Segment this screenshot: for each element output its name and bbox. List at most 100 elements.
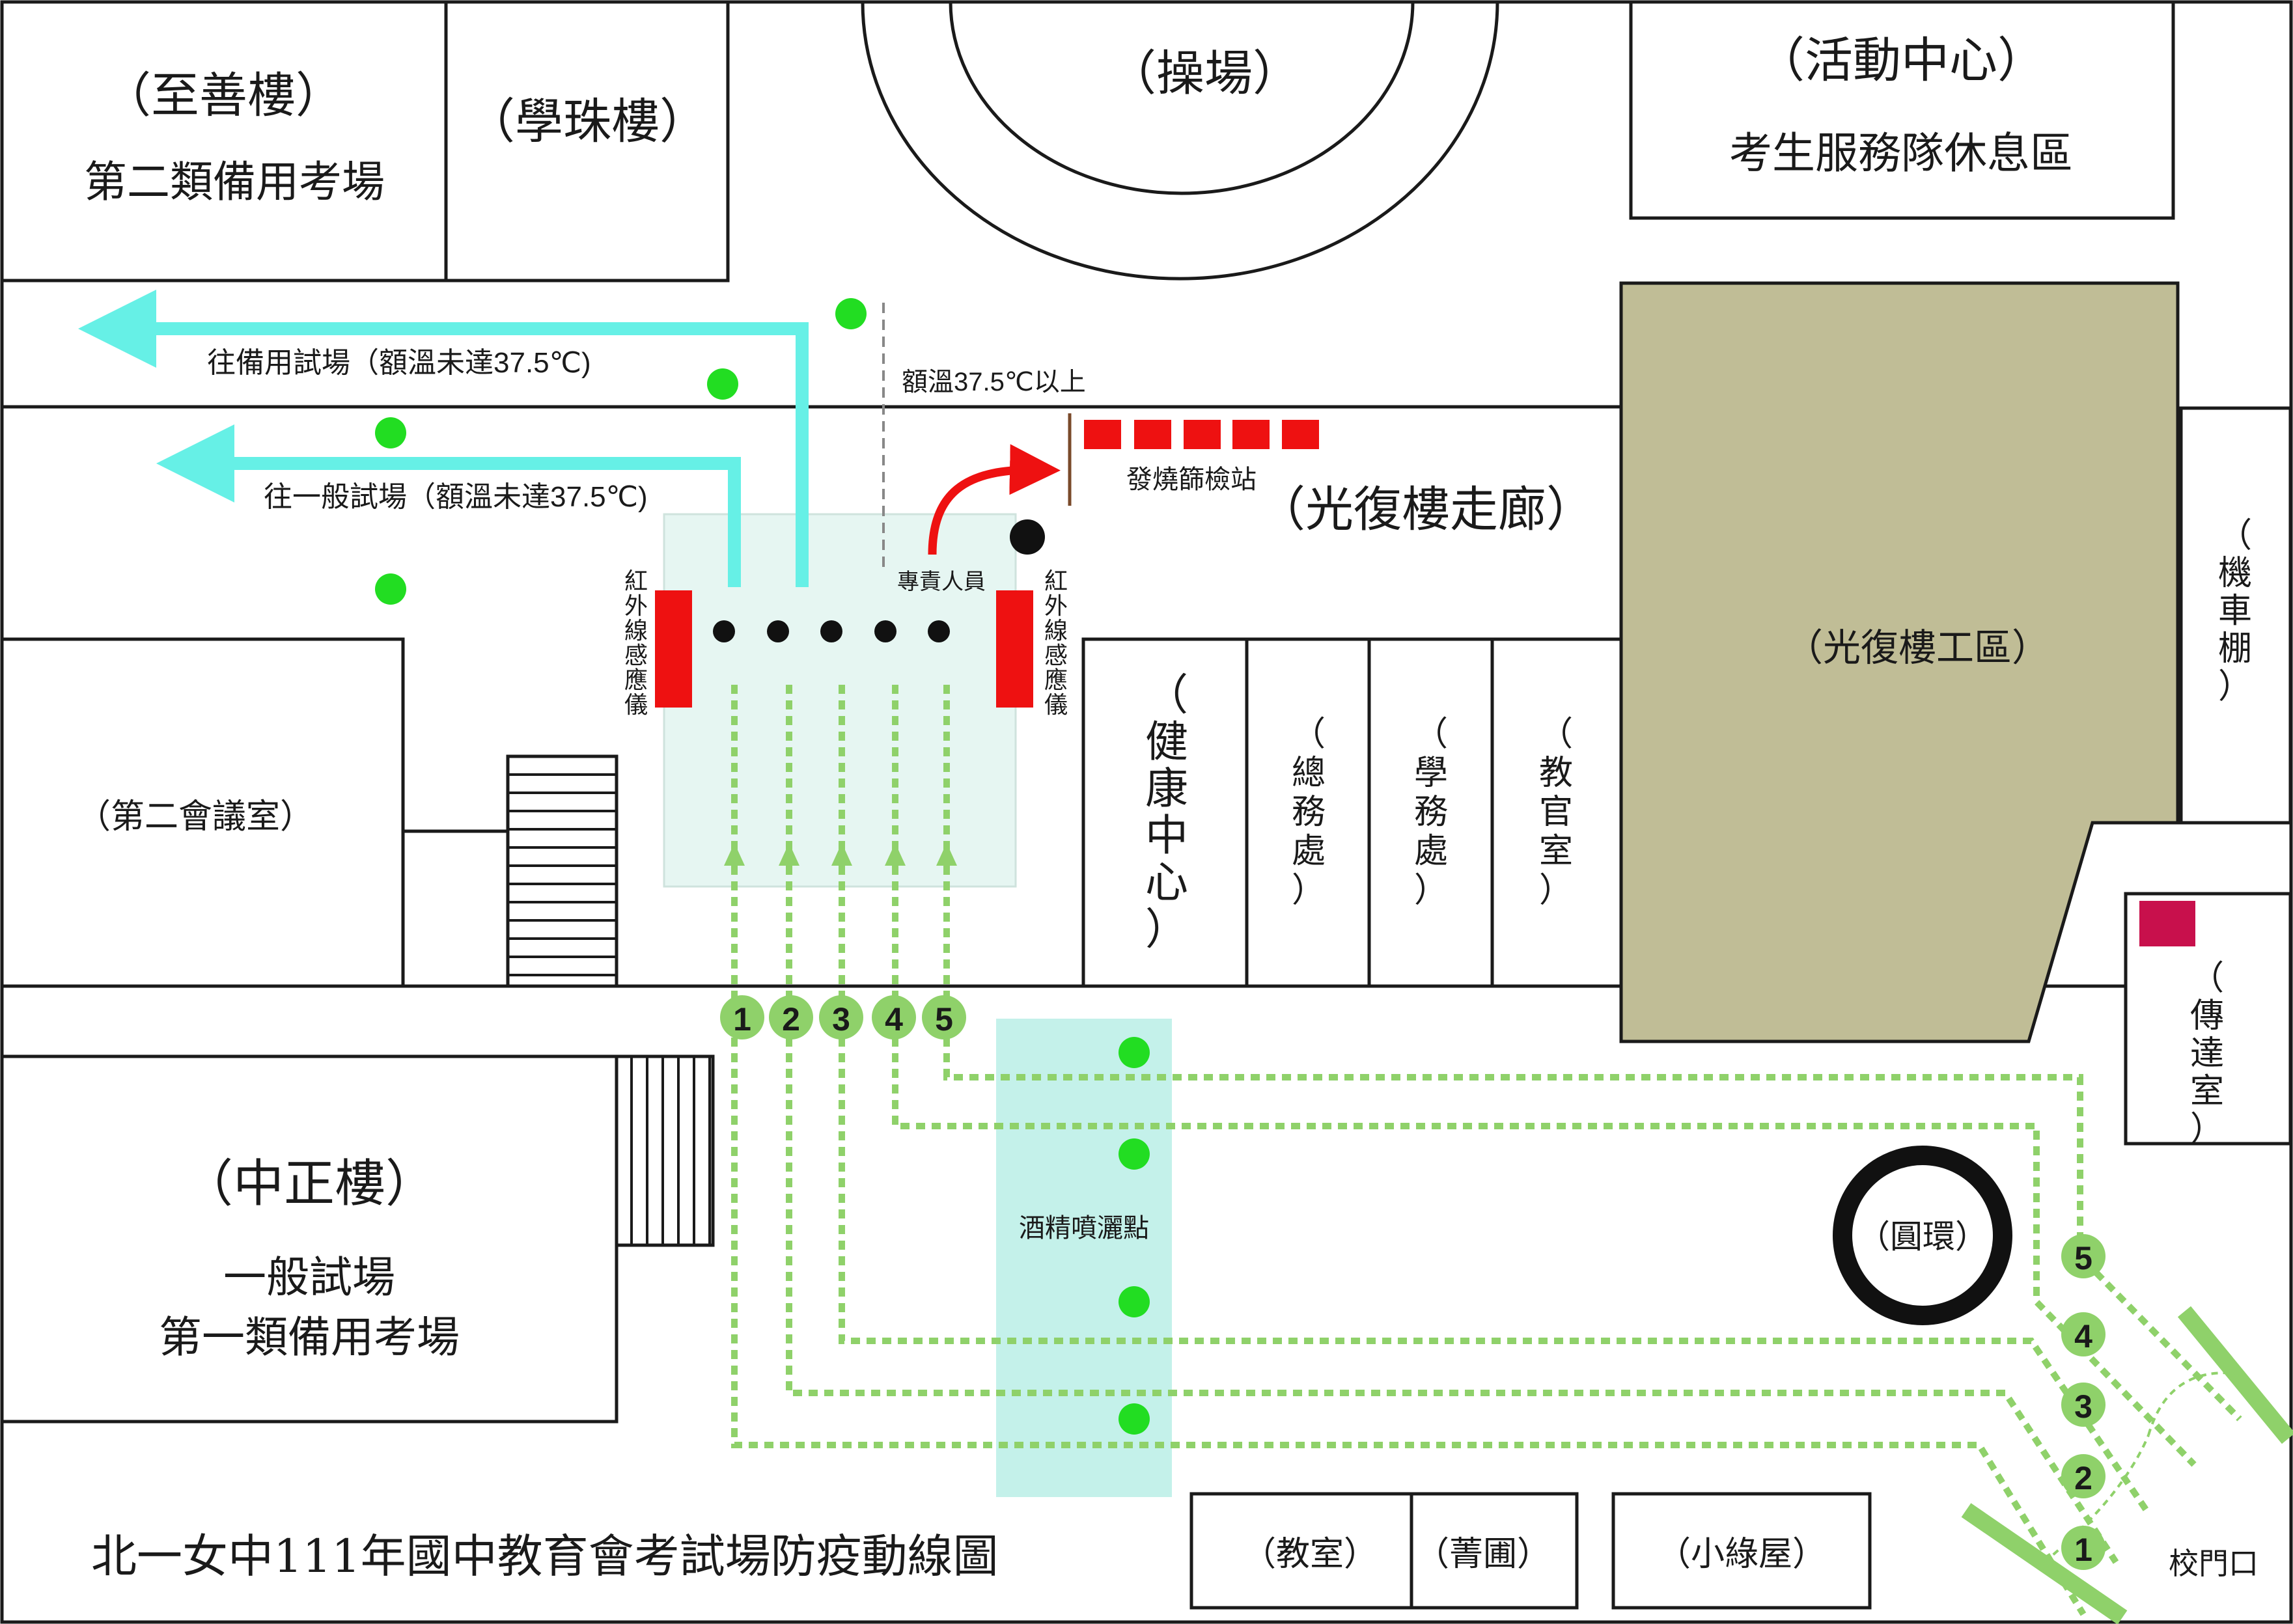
sensorLeftText-char-5: 儀 — [624, 691, 648, 718]
guard-marker — [2139, 901, 2195, 946]
staff-label: 專責人員 — [897, 570, 986, 594]
guardText-char-1: 傳 — [2190, 997, 2224, 1036]
gate-marker-5 — [2061, 1234, 2105, 1278]
office-block — [1081, 637, 1623, 988]
gate-marker-1 — [2061, 1526, 2105, 1570]
healthText-char-4: 心 — [1145, 857, 1188, 907]
sensorRightText-char-0: 紅 — [1044, 568, 1068, 594]
lane-marker-3 — [819, 995, 863, 1039]
generalText-char-1: 總 — [1292, 754, 1326, 793]
lane-path-2 — [786, 866, 2119, 1564]
generalText-char-0: （ — [1292, 715, 1326, 754]
gate-marker-num-4: 4 — [2074, 1318, 2092, 1355]
healthText-char-1: 健 — [1145, 717, 1188, 767]
school-gate-bars — [1961, 1306, 2293, 1624]
scooterText-char-4: ） — [2218, 667, 2252, 706]
zhishan-building — [0, 0, 448, 282]
meeting-room-name: （第二會議室） — [77, 797, 314, 836]
school-gate-label: 校門口 — [2169, 1546, 2258, 1581]
infrared-sensor-right — [996, 590, 1033, 708]
staircase-south — [615, 1054, 715, 1247]
lane-arrowheads — [724, 843, 957, 866]
zhongzheng-building — [0, 1054, 618, 1424]
classroom-name: （教室） — [1242, 1535, 1378, 1574]
lane-marker-2 — [769, 995, 813, 1039]
lane-arrowhead-1 — [724, 843, 745, 866]
lane-marker-4 — [872, 995, 916, 1039]
roundabout-name: （圓環） — [1857, 1218, 1988, 1256]
zhongzheng-name: （中正樓） — [182, 1155, 436, 1213]
garden-name: （菁圃） — [1415, 1535, 1551, 1574]
instructorText-char-4: ） — [1539, 871, 1573, 910]
lane-marker-num-2: 2 — [782, 1001, 800, 1038]
lane-marker-num-4: 4 — [885, 1001, 903, 1038]
guardText-char-2: 達 — [2190, 1034, 2224, 1073]
lane-arrowhead-2 — [779, 843, 799, 866]
lane-marker-num-1: 1 — [733, 1001, 751, 1038]
instructorText-char-2: 官 — [1539, 793, 1573, 832]
map-title: 北一女中111年國中教育會考試場防疫動線圖 — [91, 1530, 999, 1583]
generalText-char-3: 處 — [1292, 832, 1326, 871]
roundabout — [1833, 1146, 2012, 1325]
gate-marker-3 — [2061, 1383, 2105, 1427]
guardText-char-0: （ — [2190, 959, 2224, 998]
guard-room-label: （傳達室） — [2190, 959, 2224, 1149]
lane-arrowhead-3 — [831, 843, 852, 866]
sensorLeftText-char-1: 外 — [624, 592, 648, 619]
lane-path-3 — [839, 866, 2152, 1515]
cyan-route-arrows — [77, 290, 809, 587]
instructorText-char-0: （ — [1539, 715, 1573, 754]
guangfu-corridor-name: （光復樓走廊） — [1257, 482, 1594, 538]
gate-marker-num-5: 5 — [2074, 1240, 2092, 1276]
lane-path-1 — [731, 866, 2087, 1616]
sensorLeftText-char-4: 應 — [624, 667, 648, 693]
healthText-char-5: ） — [1145, 904, 1188, 954]
instructorText-char-3: 室 — [1539, 832, 1573, 871]
gate-marker-num-1: 1 — [2074, 1532, 2092, 1568]
green-house — [1611, 1492, 1872, 1610]
scooterText-char-2: 車 — [2218, 592, 2252, 631]
scooter-shed — [2179, 406, 2292, 825]
infrared-sensor-left — [655, 590, 692, 708]
lane-arrowhead-5 — [936, 843, 957, 866]
studentText-char-3: 處 — [1414, 832, 1448, 871]
healthText-char-0: （ — [1145, 670, 1188, 720]
garden-bottom — [1410, 1492, 1579, 1610]
sensorLeftText-char-0: 紅 — [624, 568, 648, 594]
general-affairs-label: （總務處） — [1292, 715, 1326, 910]
xuezhu-building — [444, 0, 730, 282]
meeting-room-2 — [0, 637, 405, 988]
scooterText-char-0: （ — [2218, 516, 2252, 555]
sensorRightText-char-3: 感 — [1044, 642, 1068, 668]
fever-threshold-label: 額溫37.5℃以上 — [902, 368, 1086, 396]
sensorRightText-char-1: 外 — [1044, 592, 1068, 619]
green-house-name: （小綠屋） — [1657, 1535, 1826, 1574]
playground-track — [861, 1, 1499, 281]
sensorRightText-char-4: 應 — [1044, 667, 1068, 693]
instructor-office-label: （教官室） — [1539, 715, 1573, 910]
sensorRightText-char-5: 儀 — [1044, 691, 1068, 718]
gate-marker-4 — [2061, 1312, 2105, 1356]
guardText-char-4: ） — [2190, 1110, 2224, 1149]
sensorLeftText-char-2: 線 — [624, 617, 648, 644]
guangfu-workshop — [1619, 281, 2180, 1043]
fever-station-markers — [1084, 420, 1319, 449]
lane-marker-num-5: 5 — [935, 1001, 953, 1038]
generalText-char-2: 務 — [1292, 793, 1326, 832]
studentText-char-2: 務 — [1414, 793, 1448, 832]
staircase-north — [506, 754, 618, 988]
generalText-char-4: ） — [1292, 871, 1326, 910]
scooterText-char-1: 機 — [2218, 554, 2252, 593]
zhishan-sub: 第二類備用考場 — [84, 157, 385, 207]
gate-marker-2 — [2061, 1454, 2105, 1498]
activity-name: （活動中心） — [1757, 33, 2046, 89]
healthText-char-3: 中 — [1145, 810, 1188, 860]
lane-arrowhead-4 — [885, 843, 906, 866]
fever-station-label: 發燒篩檢站 — [1126, 465, 1257, 494]
studentText-char-4: ） — [1414, 871, 1448, 910]
